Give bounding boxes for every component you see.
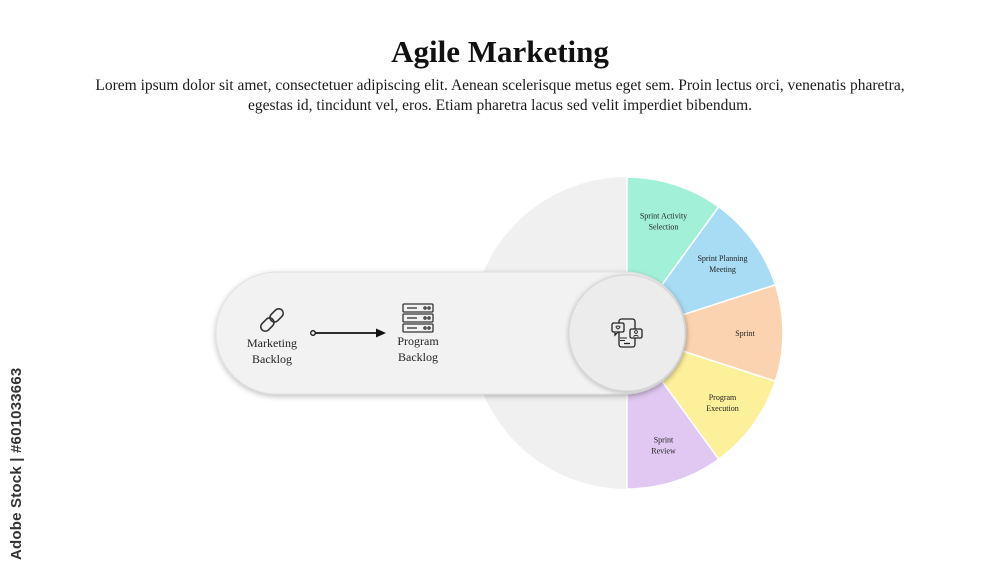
backlog-capsule <box>215 271 687 395</box>
flow-arrow <box>310 328 386 338</box>
start-node-label-line1: Marketing <box>247 336 297 350</box>
end-node-label-line1: Program <box>397 334 439 348</box>
link-chain-icon <box>259 307 285 333</box>
end-node-label-line2: Backlog <box>398 350 438 364</box>
start-node-label-line2: Backlog <box>252 352 292 366</box>
server-stack-icon <box>402 303 434 333</box>
hub-circle <box>568 274 686 392</box>
mobile-chat-icon <box>611 318 643 348</box>
page-description: Lorem ipsum dolor sit amet, consectetuer… <box>95 77 905 114</box>
sprint-segment-label-3: Sprint <box>735 329 755 338</box>
page-title: Agile Marketing <box>391 34 609 69</box>
